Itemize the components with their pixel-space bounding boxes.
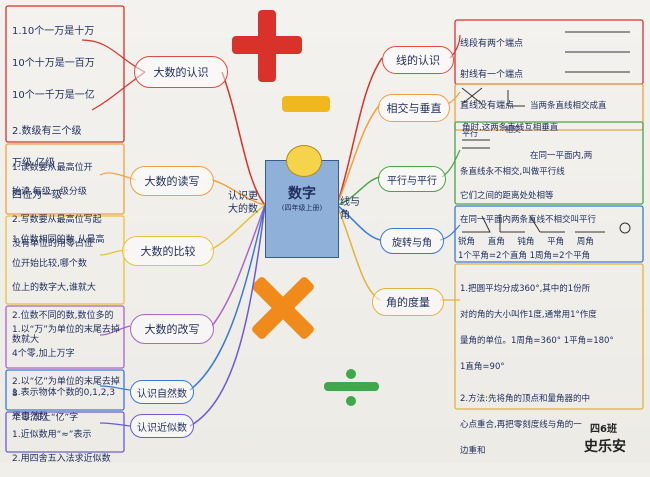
branch-label: 认识自然数	[137, 388, 187, 400]
note-line: 心点重合,再把零刻度线与角的一	[460, 420, 582, 430]
branch-large-numbers: 大数的认识	[134, 56, 228, 88]
name-signature: 史乐安	[584, 439, 626, 455]
class-signature: 四6班	[590, 424, 617, 435]
note-line: 10个十万是一百万	[12, 58, 95, 69]
branch-rewrite: 大数的改写	[130, 314, 214, 344]
note-line: 它们之间的距离处处相等	[460, 191, 554, 201]
note-line: 10个一千万是一亿	[12, 90, 95, 101]
notes-parallel-2: 条直线永不相交,叫做平行线 它们之间的距离处处相等 在同一平面内两条直线不相交叫…	[460, 154, 642, 238]
branch-parallel: 平行与平行	[378, 166, 446, 192]
branch-label: 角的度量	[386, 296, 430, 309]
note-line: 边重和	[460, 446, 486, 456]
angle-relations: 1个平角=2个直角 1周角=2个平角	[458, 251, 591, 261]
branch-perpendicular: 相交与垂直	[378, 94, 450, 122]
note-line: 四位为一级	[12, 190, 62, 201]
note-line: 射线有一个端点	[460, 70, 524, 80]
note-line: 当两条直线相交成直	[530, 101, 607, 111]
note-line: 对的角的大小叫作1度,通常用1°作度	[460, 310, 597, 320]
note-line: 是自然数	[12, 412, 49, 422]
notes-read-write: 1.读数要从最高位开 始读,每级一级分级 2.写数要从最高位写起 没有单位的用零…	[12, 150, 122, 262]
branch-label: 大数的比较	[140, 245, 196, 258]
divide-icon	[324, 369, 379, 406]
note-line: 量角的单位。1周角=360° 1平角=180°	[460, 336, 614, 346]
branch-label: 相交与垂直	[386, 102, 442, 115]
note-line: 位开始比较,哪个数	[12, 259, 87, 269]
branch-read-write: 大数的读写	[130, 166, 214, 196]
note-line: 2.写数要从最高位写起	[12, 215, 102, 225]
branch-label: 大数的改写	[144, 323, 200, 336]
note-line: 没有单位的用零占位	[12, 239, 94, 249]
notes-angle-measure: 1.把圆平均分成360°,其中的1份所 对的角的大小叫作1度,通常用1°作度 量…	[460, 270, 642, 471]
branch-label: 大数的认识	[153, 66, 209, 79]
note-line: 线段有两个端点	[460, 39, 524, 49]
note-line: 2.用四舍五入法求近似数	[12, 454, 111, 464]
note-line: 位上的数字大,谁就大	[12, 283, 96, 293]
branch-label: 认识近似数	[137, 422, 187, 434]
note-line: 角时,这两条直线互相垂直	[462, 123, 559, 133]
notes-lines: 线段有两个端点 射线有一个端点 直线没有端点	[460, 26, 560, 124]
angle-names: 锐角 直角 钝角 平角 周角	[458, 237, 594, 247]
branch-natural-numbers: 认识自然数	[130, 380, 194, 404]
note-line: 数就大	[12, 335, 40, 345]
mind-map-lines	[5, 5, 644, 453]
notes-approx: 1.近似数用“≈”表示 2.用四舍五入法求近似数	[12, 417, 124, 477]
branch-compare: 大数的比较	[122, 236, 214, 266]
trunk-label-left: 认识更大的数	[228, 191, 258, 215]
parallel-tag: 平行	[462, 129, 478, 138]
note-line: 个零,加上“亿”字	[12, 413, 79, 423]
notes-parallel: 在同一平面内,两	[530, 138, 642, 174]
notes-compare: 1.位数相同的数,从最高 位开始比较,哪个数 位上的数字大,谁就大 2.位数不同…	[12, 222, 122, 358]
dog-icon	[286, 145, 322, 177]
note-line: 始读,每级一级分级	[12, 187, 87, 197]
branch-lines: 线的认识	[382, 46, 454, 74]
note-line: 1直角=90°	[460, 362, 505, 372]
branch-approx: 认识近似数	[130, 414, 194, 438]
note-line: 1.读数要从最高位开	[12, 163, 93, 173]
notes-rewrite: 1.以“万”为单位的末尾去掉 4个零,加上万字 2.以“亿”为单位的末尾去掉8 …	[12, 312, 124, 436]
note-line: 1.把圆平均分成360°,其中的1份所	[460, 284, 591, 294]
branch-label: 平行与平行	[387, 175, 437, 187]
minus-icon	[282, 96, 330, 112]
note-line: 2.数级有三个级	[12, 126, 82, 137]
note-line: 在同一平面内,两	[530, 151, 593, 161]
trunk-label-right: 线与角	[340, 197, 360, 221]
note-line: 万级 亿级	[12, 158, 56, 169]
note-line: 2.位数不同的数,数位多的	[12, 311, 114, 321]
notes-large-numbers: 1.10个一万是十万 10个十万是一百万 10个一千万是一亿 2.数级有三个级 …	[12, 12, 122, 215]
note-line: 在同一平面内两条直线不相交叫平行	[460, 215, 597, 225]
notes-perpendicular-2: 角时,这两条直线互相垂直	[462, 110, 642, 146]
note-line: 4个零,加上万字	[12, 349, 75, 359]
note-line: 2.以“亿”为单位的末尾去掉8	[12, 377, 120, 399]
branch-label: 线的认识	[396, 54, 440, 67]
center-subtitle: (四年级上册)	[281, 204, 323, 212]
branch-label: 旋转与角	[392, 237, 432, 249]
note-line: 直线没有端点	[460, 101, 515, 111]
note-line: 1.表示物体个数的0,1,2,3	[12, 388, 116, 398]
note-line: 1.近似数用“≈”表示	[12, 430, 92, 440]
note-line: 1.以“万”为单位的末尾去掉	[12, 325, 120, 335]
branch-label: 大数的读写	[144, 175, 200, 188]
times-icon	[252, 277, 314, 339]
note-line: 1.10个一万是十万	[12, 26, 95, 37]
center-title: 数字	[288, 186, 316, 202]
cross-tag: 相交	[505, 125, 521, 134]
center-book: 数字 (四年级上册)	[265, 145, 339, 258]
branch-rotation-angles: 旋转与角	[380, 228, 444, 254]
branch-angle-measure: 角的度量	[372, 288, 444, 316]
notes-perpendicular: 当两条直线相交成直	[530, 88, 642, 124]
notes-natural-numbers: 1.表示物体个数的0,1,2,3 是自然数	[12, 375, 124, 435]
note-line: 条直线永不相交,叫做平行线	[460, 167, 565, 177]
note-line: 2.方法:先将角的顶点和量角器的中	[460, 394, 590, 404]
note-line: 1.位数相同的数,从最高	[12, 235, 105, 245]
plus-icon	[232, 10, 302, 82]
